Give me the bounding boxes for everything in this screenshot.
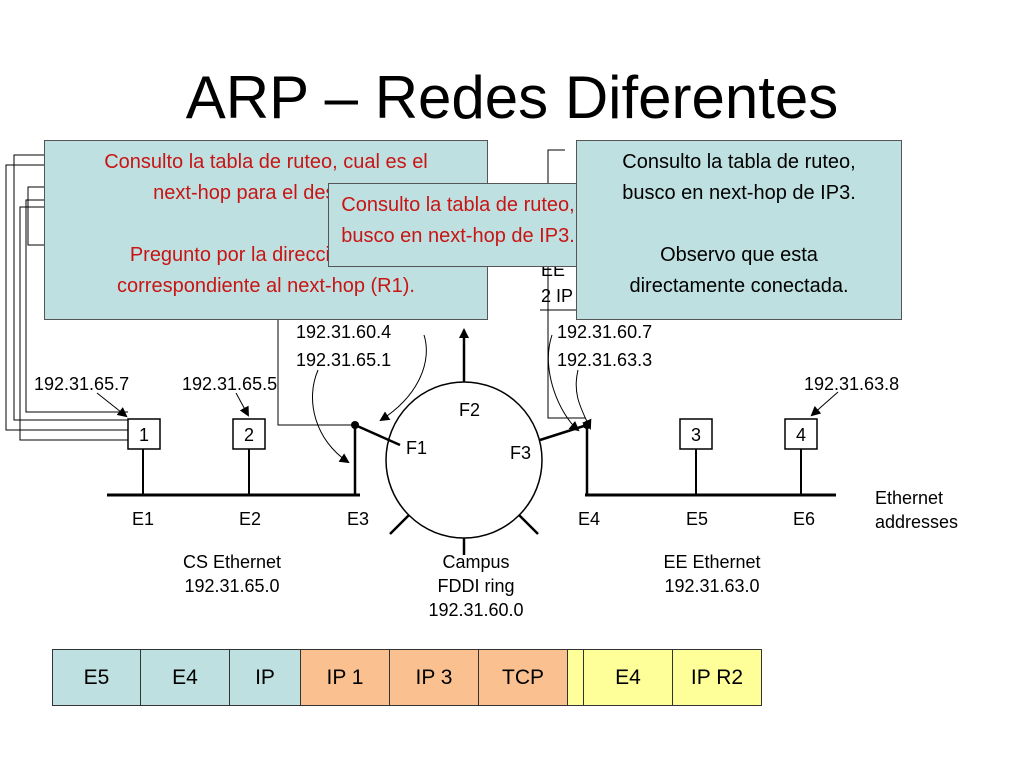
eth-label-e3: E3 [347, 509, 369, 529]
svg-text:2: 2 [244, 425, 254, 445]
campus-name: Campus [442, 552, 509, 572]
eth-label-e4: E4 [578, 509, 600, 529]
router-cs-eth-ip: 192.31.65.1 [296, 350, 391, 370]
host-1: 1 [127, 418, 161, 450]
eth-label-e2: E2 [239, 509, 261, 529]
frame-cell: IP R2 [673, 649, 762, 706]
router-cs-node [351, 421, 359, 429]
router-cs-fddi-ip: 192.31.60.4 [296, 322, 391, 342]
frame-cell: TCP [479, 649, 568, 706]
svg-text:1: 1 [139, 425, 149, 445]
router-ee-fddi-ip: 192.31.60.7 [557, 322, 652, 342]
host-4-ip: 192.31.63.8 [804, 374, 899, 394]
page-title: ARP – Redes Diferentes [185, 64, 839, 131]
ring-interface-f3: F3 [510, 443, 531, 463]
frame-cell: E4 [584, 649, 673, 706]
callout-right: Consulto la tabla de ruteo, busco en nex… [576, 140, 902, 320]
ee-ethernet-name: EE Ethernet [663, 552, 760, 572]
campus-ip: 192.31.60.0 [428, 600, 523, 620]
ee-ethernet-ip: 192.31.63.0 [664, 576, 759, 596]
eth-label-e5: E5 [686, 509, 708, 529]
ethernet-addresses-label: Ethernet [875, 488, 943, 508]
svg-text:3: 3 [691, 425, 701, 445]
eth-label-e1: E1 [132, 509, 154, 529]
host-2-ip: 192.31.65.5 [182, 374, 277, 394]
router-ee-eth-ip: 192.31.63.3 [557, 350, 652, 370]
ethernet-addresses-label-2: addresses [875, 512, 958, 532]
left-bracket-lines [5, 154, 128, 441]
frame-cell: IP 1 [301, 649, 390, 706]
router-cs [353, 423, 401, 495]
cs-ethernet-name: CS Ethernet [183, 552, 281, 572]
cs-ethernet-ip: 192.31.65.0 [184, 576, 279, 596]
frame-cell: E4 [141, 649, 230, 706]
ring-interface-f2: F2 [459, 400, 480, 420]
frame-cell: IP [230, 649, 301, 706]
frame-cell: IP 3 [390, 649, 479, 706]
frame-cell: E5 [52, 649, 141, 706]
host-3: 3 [679, 418, 713, 450]
host-1-ip: 192.31.65.7 [34, 374, 129, 394]
ring-interface-f1: F1 [406, 438, 427, 458]
ring-stubs [389, 328, 539, 555]
frame-cell [568, 649, 584, 706]
router-ee [539, 423, 589, 495]
eth-label-e6: E6 [793, 509, 815, 529]
svg-text:4: 4 [796, 425, 806, 445]
packet-frame: E5 E4 IP IP 1 IP 3 TCP E4 IP R2 [52, 649, 762, 706]
host-4: 4 [784, 418, 818, 450]
host-2: 2 [232, 418, 266, 450]
campus-ring-name: FDDI ring [437, 576, 514, 596]
partial-label-ip: 2 IP [541, 286, 573, 306]
callout-middle: Consulto la tabla de ruteo, busco en nex… [328, 183, 588, 267]
